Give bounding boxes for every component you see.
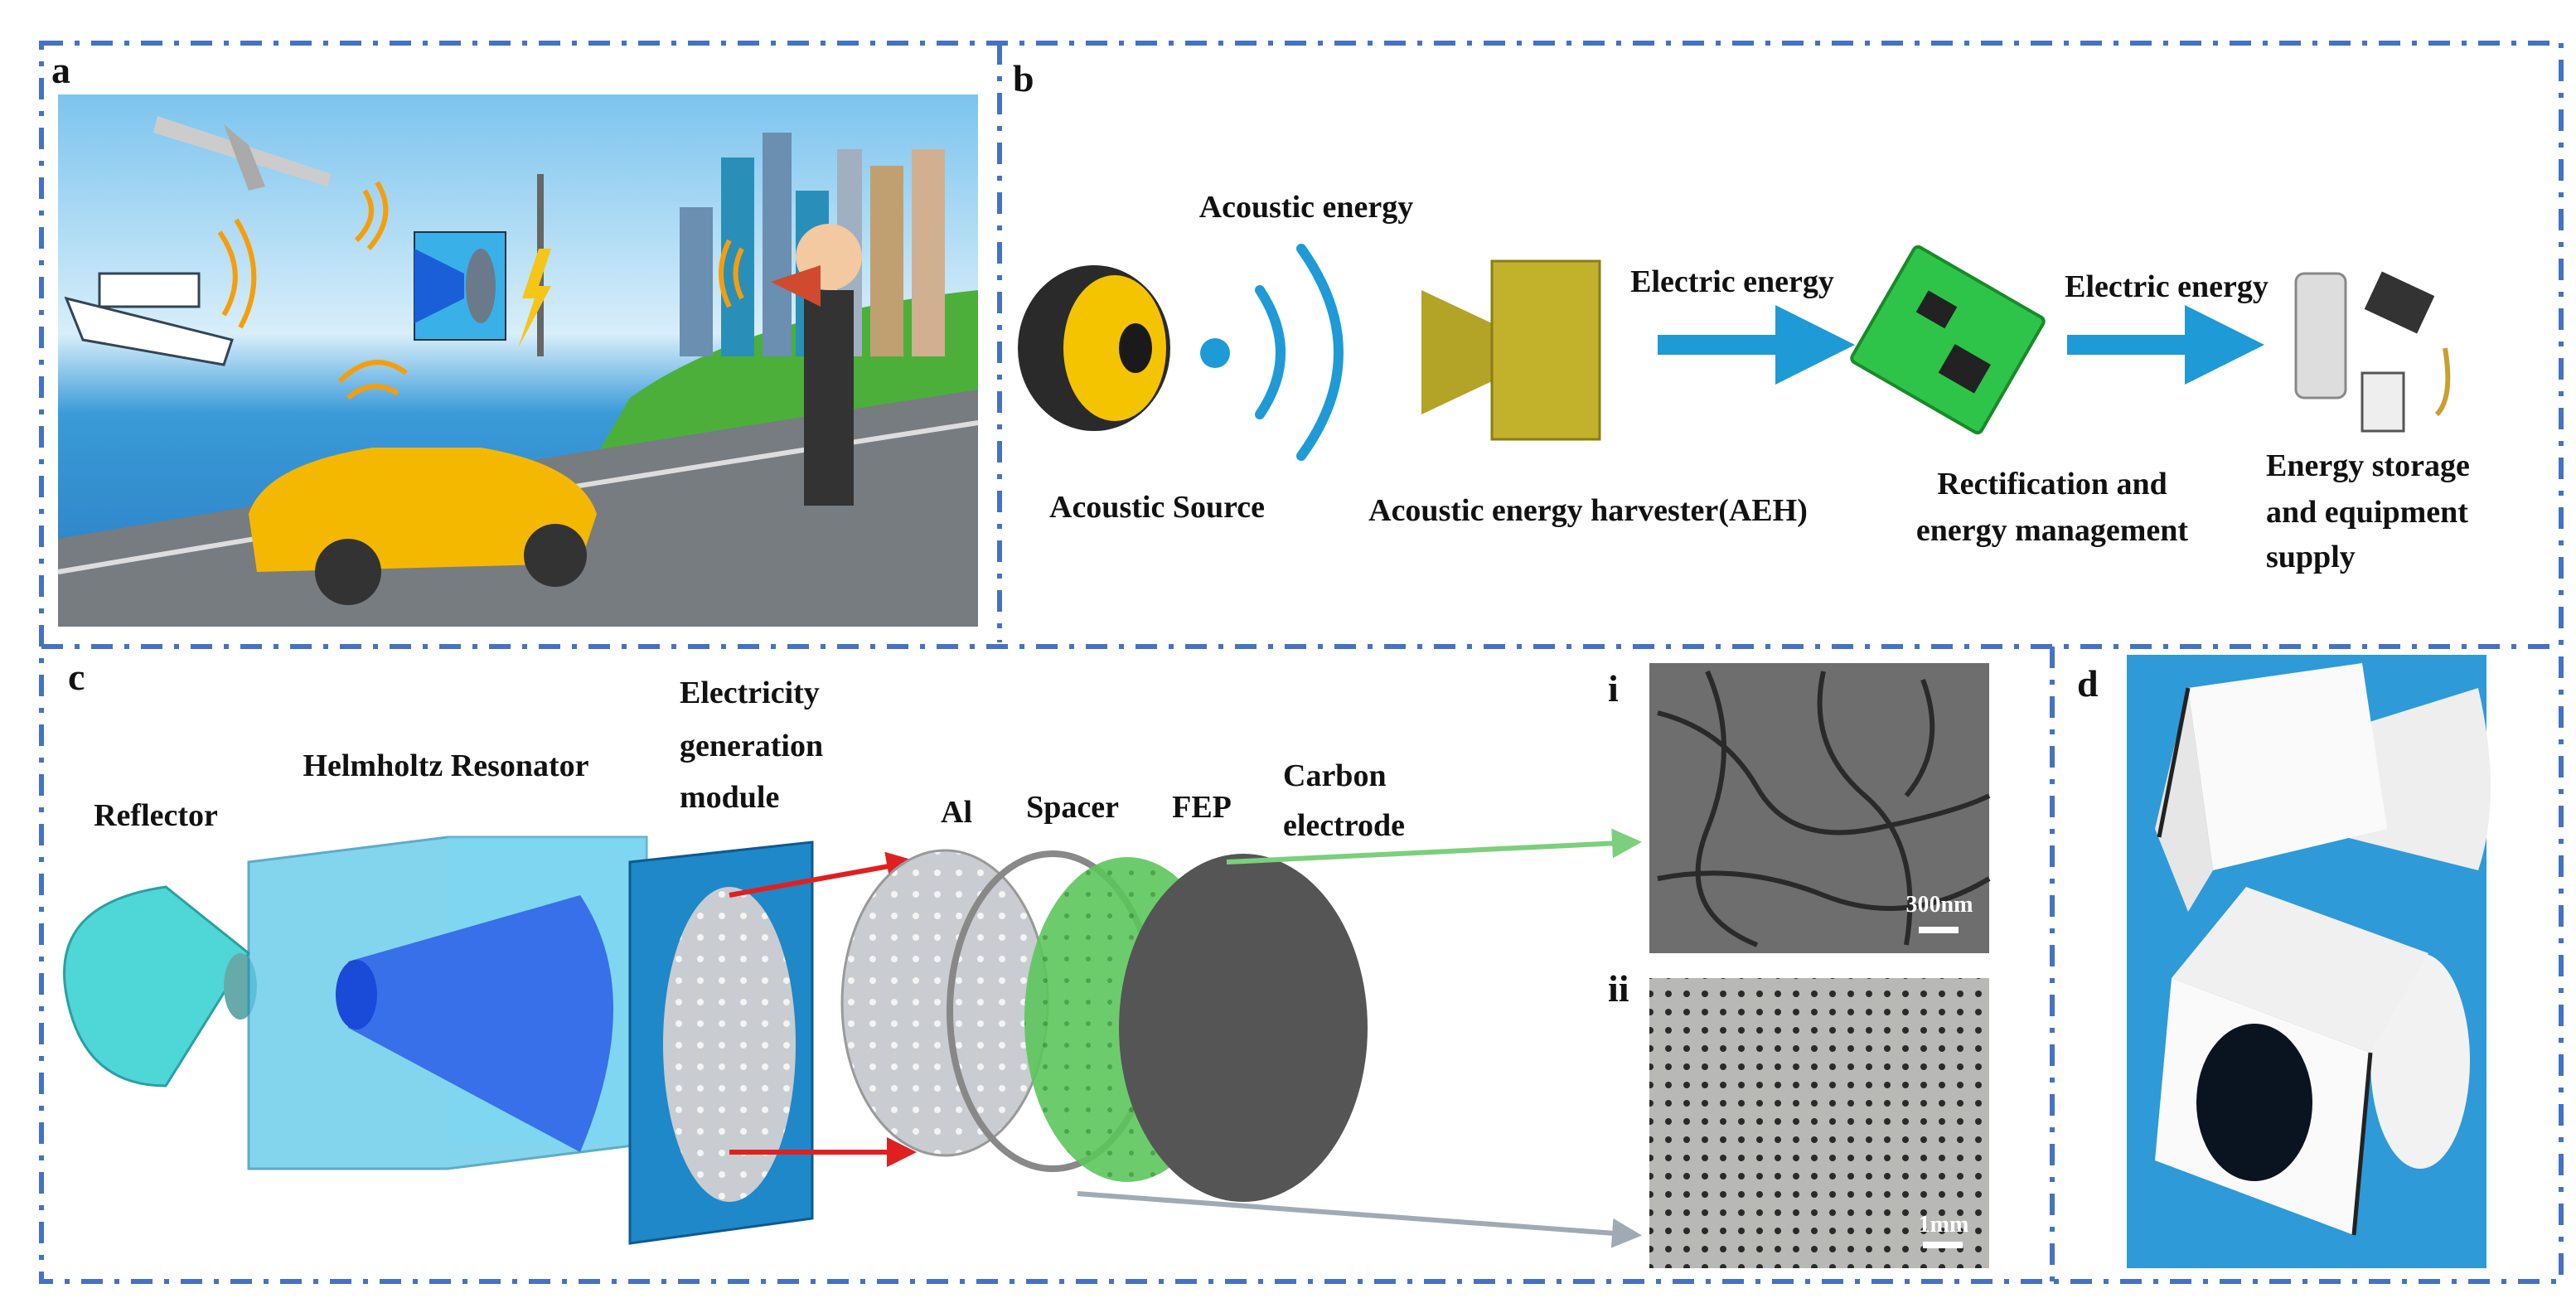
acoustic-energy-label: Acoustic energy [1199,190,1414,225]
sound-wave-icon [1255,244,1344,461]
man-with-megaphone-icon [771,224,862,506]
harvester-label: Acoustic energy harvester(AEH) [1368,493,1808,528]
speaker-icon [1018,265,1170,431]
microscope-image-holes: 1mm [1649,978,1989,1268]
aeh-cube-icon [414,231,506,341]
panel-d-label: d [2077,662,2099,705]
lightning-icon [518,249,551,348]
storage-label: Energy storage [2266,448,2470,483]
al-label: Al [941,795,972,830]
panel-borders [39,41,2564,1284]
storage-label: and equipment [2266,495,2468,530]
scale-bar-label: 300nm [1906,892,1973,918]
harvester-icon [1421,259,1601,441]
arrow-grey-icon [1077,1191,1642,1248]
helmholtz-resonator-cube [247,836,648,1170]
panel-b-label: b [1013,57,1034,99]
fep-label: FEP [1172,790,1232,825]
acoustic-scene-illustration [57,94,979,627]
module-label: generation [680,729,823,763]
panel-a: a [51,49,979,627]
module-label: module [680,780,779,815]
spacer-label: Spacer [1026,790,1119,825]
al-electrode-disk [840,849,1049,1157]
carbon-label: Carbon [1283,758,1387,793]
generation-module-plate [628,840,814,1245]
acoustic-source-label: Acoustic Source [1049,490,1265,525]
panel-c: c Reflector Helmholtz Resonator Electric… [63,656,1991,1268]
panel-b: b Acoustic energy Electric energy Elect [1013,57,2470,574]
arrow-green-icon [1226,828,1642,865]
sound-dot-icon [1200,338,1230,368]
arrow-red-icon [729,851,917,898]
carbon-label: electrode [1283,808,1405,843]
resonator-label: Helmholtz Resonator [303,748,588,783]
car-icon [249,448,597,605]
device-photo [2127,655,2491,1268]
subpanel-i-label: i [1608,667,1619,710]
rectification-label: energy management [1916,513,2189,548]
scale-bar-label: 1mm [1919,1212,1969,1238]
reflector-label: Reflector [94,798,218,833]
rectification-label: Rectification and [1937,467,2167,501]
circuit-board-icon [1850,245,2046,435]
storage-label: supply [2266,540,2356,574]
sound-wave-icons [217,181,744,400]
sem-image-carbon: 300nm [1649,663,1991,953]
electric-energy-label: Electric energy [1630,264,1834,299]
panel-d: d [2077,655,2491,1268]
scale-bar [1919,927,1959,933]
devices-icon [2294,271,2451,433]
scale-bar [1923,1242,1963,1248]
airplane-icon [153,116,332,191]
subpanel-ii-label: ii [1608,967,1629,1010]
module-label: Electricity [680,676,820,710]
electric-energy-label: Electric energy [2065,269,2269,304]
reflector-cone [63,885,250,1087]
carbon-electrode-disk [1119,854,1368,1202]
panel-c-label: c [68,656,85,698]
ship-icon [64,272,234,366]
panel-a-label: a [51,49,70,91]
